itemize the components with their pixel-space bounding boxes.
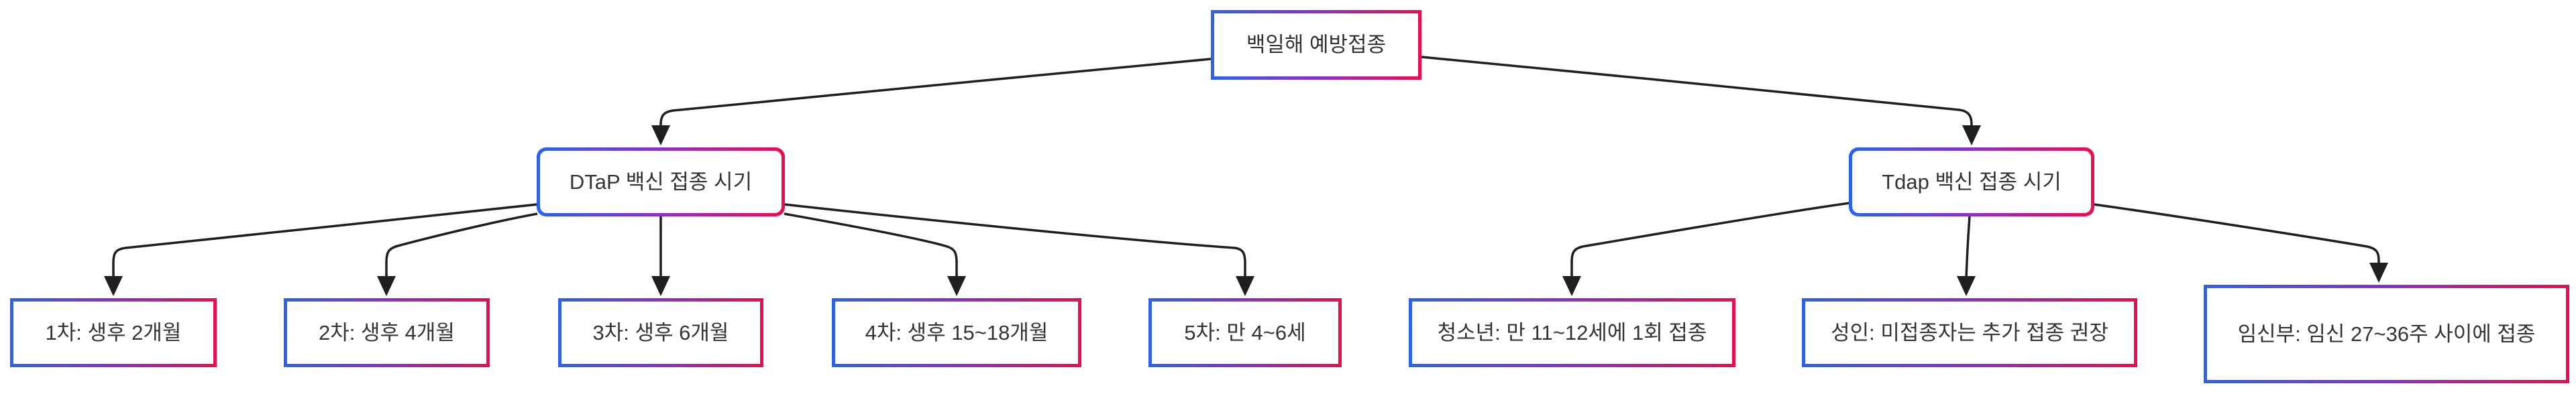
node-label: 1차: 생후 2개월 [13, 302, 213, 364]
node-d5-label: 5차: 만 4~6세 [1184, 320, 1306, 344]
node-dtap-schedule: DTaP 백신 접종 시기 [537, 147, 785, 216]
edge-dtap-d1-arrowhead-icon [104, 276, 123, 296]
node-label: 청소년: 만 11~12세에 1회 접종 [1412, 302, 1732, 364]
edge-root-tdap-arrowhead-icon [1962, 125, 1981, 145]
node-t1-label: 청소년: 만 11~12세에 1회 접종 [1437, 320, 1707, 344]
edge-dtap-d5-arrowhead-icon [1236, 276, 1254, 296]
node-tdap-adult: 성인: 미접종자는 추가 접종 권장 [1802, 298, 2137, 367]
node-d3-label: 3차: 생후 6개월 [592, 320, 729, 344]
node-d4-label: 4차: 생후 15~18개월 [865, 320, 1049, 344]
edge-root-dtap-arrowhead-icon [651, 125, 670, 145]
edge-tdap-t3-arrowhead-icon [2369, 263, 2388, 283]
node-dtap-dose2: 2차: 생후 4개월 [284, 298, 490, 367]
node-label: 임신부: 임신 27~36주 사이에 접종 [2207, 288, 2566, 380]
node-tdap-adolescent: 청소년: 만 11~12세에 1회 접종 [1409, 298, 1735, 367]
node-label: 성인: 미접종자는 추가 접종 권장 [1805, 302, 2134, 364]
edge-dtap-d5 [784, 203, 1246, 278]
node-d2-label: 2차: 생후 4개월 [319, 320, 455, 344]
node-dtap-dose3: 3차: 생후 6개월 [558, 298, 763, 367]
edge-dtap-d3-arrowhead-icon [651, 276, 670, 296]
edge-tdap-t2 [1965, 216, 1971, 279]
node-tdap-schedule: Tdap 백신 접종 시기 [1849, 147, 2094, 216]
node-dtap-dose5: 5차: 만 4~6세 [1148, 298, 1342, 367]
node-label: 2차: 생후 4개월 [287, 302, 486, 364]
node-label: 4차: 생후 15~18개월 [835, 302, 1078, 364]
node-label: DTaP 백신 접종 시기 [540, 151, 782, 213]
edge-dtap-d4 [784, 212, 958, 278]
edge-tdap-t2-arrowhead-icon [1957, 276, 1976, 296]
node-t3-label: 임신부: 임신 27~36주 사이에 접종 [2237, 322, 2536, 346]
edge-root-dtap [659, 58, 1212, 127]
node-dtap-dose1: 1차: 생후 2개월 [10, 298, 217, 367]
node-d1-label: 1차: 생후 2개월 [45, 320, 182, 344]
edge-dtap-d2 [385, 212, 538, 278]
node-label: Tdap 백신 접종 시기 [1852, 151, 2091, 213]
node-label: 백일해 예방접종 [1214, 13, 1418, 76]
edge-tdap-t1 [1570, 202, 1850, 278]
node-root-label: 백일해 예방접종 [1246, 33, 1387, 57]
edge-dtap-d2-arrowhead-icon [377, 276, 396, 296]
node-label: 5차: 만 4~6세 [1152, 302, 1338, 364]
edge-root-tdap [1421, 56, 1973, 127]
node-tdap-pregnant: 임신부: 임신 27~36주 사이에 접종 [2204, 285, 2569, 383]
node-label: 3차: 생후 6개월 [561, 302, 760, 364]
edge-dtap-d4-arrowhead-icon [947, 276, 966, 296]
edge-tdap-t3 [2093, 203, 2380, 265]
node-dtap-label: DTaP 백신 접종 시기 [569, 170, 753, 194]
node-root-vaccination: 백일해 예방접종 [1211, 10, 1421, 80]
edge-dtap-d1 [112, 203, 538, 278]
node-t2-label: 성인: 미접종자는 추가 접종 권장 [1831, 320, 2108, 344]
node-dtap-dose4: 4차: 생후 15~18개월 [832, 298, 1081, 367]
edge-tdap-t1-arrowhead-icon [1562, 276, 1581, 296]
node-tdap-label: Tdap 백신 접종 시기 [1882, 170, 2061, 194]
